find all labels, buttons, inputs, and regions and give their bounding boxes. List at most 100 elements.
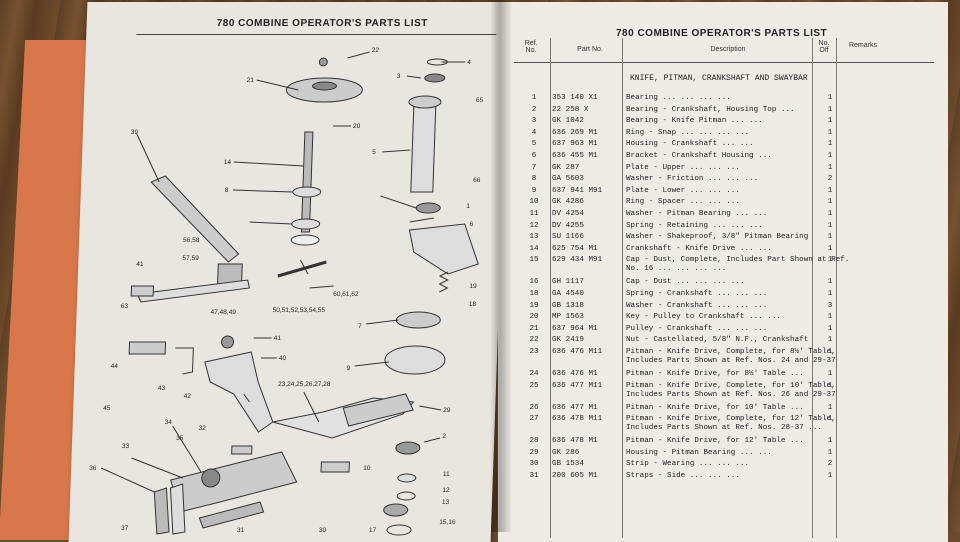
description-cell: Pulley - Crankshaft ... ... ...	[626, 324, 768, 333]
part-no-cell: 636 269 M1	[552, 128, 598, 137]
description-cell: Housing - Crankshaft ... ...	[626, 140, 754, 149]
description-cell: Bearing - Knife Pitman ... ...	[626, 117, 763, 126]
housing-shape	[410, 101, 437, 193]
callout-label: 63	[121, 303, 129, 310]
part-no-cell: GK 287	[552, 163, 580, 172]
col-remarks-header: Remarks	[848, 42, 877, 49]
callout-label: 23,24,25,26,27,28	[278, 381, 331, 388]
part-no-cell: 636 478 M1	[552, 437, 598, 446]
description-cell-continued: Includes Parts Shown at Ref. Nos. 28-37 …	[626, 424, 822, 433]
part-no-cell: 625 754 M1	[552, 244, 598, 253]
part-no-cell: SU 1166	[552, 233, 584, 242]
callout-label: 41	[136, 261, 144, 268]
callout-label: 10	[363, 465, 371, 472]
callout-label: 41	[274, 335, 282, 342]
part-no-cell: 636 455 M1	[552, 152, 598, 160]
part-no-cell: 200 605 M1	[552, 472, 598, 480]
ref-cell: 26	[529, 403, 539, 412]
quantity-cell: 1	[827, 163, 833, 172]
quantity-cell: 1	[827, 256, 833, 265]
ref-cell: 12	[529, 221, 539, 230]
callout-label: 22	[372, 47, 380, 54]
crankshaft-shape	[300, 131, 314, 233]
description-cell: Housing - Pitman Bearing ... ...	[626, 448, 772, 457]
ref-cell: 15	[529, 256, 539, 265]
description-cell: Bracket - Crankshaft Housing ...	[626, 152, 772, 160]
column-divider	[836, 38, 837, 538]
ref-cell: 23	[529, 348, 539, 356]
part-no-cell: GA 5603	[552, 175, 584, 184]
callout-label: 21	[247, 77, 255, 84]
knife-bar-shape	[150, 175, 240, 263]
callout-label: 15,16	[439, 519, 456, 526]
part-no-cell: 22 258 X	[552, 105, 589, 114]
book-gutter	[490, 0, 512, 532]
part-no-cell: 636 477 M1	[552, 403, 598, 412]
callout-label: 34	[165, 419, 173, 426]
part-no-cell: GB 1318	[552, 301, 584, 310]
description-cell: Cap - Dust ... ... ... ...	[626, 278, 745, 287]
callout-label: 57,59	[182, 255, 199, 262]
callout-label: 30	[319, 527, 327, 534]
quantity-cell: 2	[827, 460, 833, 469]
description-cell: Bearing ... ... ... ...	[626, 94, 731, 102]
part-no-cell: 636 478 M11	[552, 415, 603, 424]
description-cell: Key - Pulley to Crankshaft ... ...	[626, 313, 781, 322]
ref-cell: 16	[529, 278, 539, 287]
part-no-cell: 629 434 M91	[552, 256, 603, 265]
quantity-cell: 1	[827, 94, 833, 102]
callout-label: 31	[237, 527, 245, 534]
callout-label: 47,48,49	[210, 309, 236, 316]
callout-label: 3	[397, 73, 401, 80]
column-divider	[622, 38, 623, 538]
description-cell-continued: Includes Parts Shown at Ref. Nos. 26 and…	[626, 390, 836, 399]
quantity-cell: 1	[827, 186, 833, 195]
callout-label: 29	[443, 407, 451, 414]
callout-label: 39	[131, 129, 139, 136]
ref-cell: 14	[529, 244, 539, 253]
callout-label: 65	[476, 97, 484, 104]
pitman-shape	[204, 351, 274, 433]
callout-label: 35	[176, 435, 184, 442]
description-cell: Plate - Lower ... ... ...	[626, 186, 740, 195]
description-cell: Plate - Upper ... ... ...	[626, 163, 740, 172]
callout-label: 14	[224, 159, 232, 166]
callout-label: 45	[103, 405, 111, 412]
description-cell: Washer - Shakeproof, 3/8" Pitman Bearing	[626, 233, 809, 242]
callout-label: 32	[198, 425, 206, 432]
callout-label: 4	[467, 59, 471, 66]
right-page: 780 COMBINE OPERATOR'S PARTS LIST Ref. N…	[498, 2, 948, 542]
col-desc-header: Description	[710, 46, 746, 53]
quantity-cell: 1	[827, 210, 833, 218]
callout-label: 66	[473, 177, 481, 184]
header-rule	[514, 62, 934, 63]
description-cell: Pitman - Knife Drive, Complete, for 8½' …	[626, 348, 836, 356]
ref-cell: 24	[529, 370, 539, 378]
callout-label: 2	[442, 433, 446, 440]
quantity-cell: 1	[827, 381, 833, 390]
callout-label: 7	[358, 323, 362, 330]
quantity-cell: 1	[827, 403, 833, 412]
description-cell: Spring - Crankshaft ... ... ...	[626, 290, 768, 298]
part-no-cell: DV 4255	[552, 221, 584, 230]
ref-cell: 8	[531, 175, 537, 184]
callout-label: 60,61,62	[333, 291, 359, 298]
quantity-cell: 3	[827, 301, 833, 310]
upper-plate-shape	[395, 311, 441, 329]
ref-cell: 19	[529, 301, 539, 310]
quantity-cell: 1	[827, 198, 833, 207]
description-cell: Pitman - Knife Drive, Complete, for 10' …	[626, 381, 836, 390]
ref-cell: 30	[529, 460, 539, 469]
part-no-cell: GK 2419	[552, 336, 584, 345]
callout-label: 19	[469, 283, 477, 290]
quantity-cell: 1	[827, 233, 833, 242]
callout-label: 37	[121, 525, 129, 532]
ref-cell: 2	[531, 105, 537, 114]
ref-cell: 5	[531, 140, 537, 149]
part-no-cell: 637 964 M1	[552, 324, 598, 333]
quantity-cell: 1	[827, 336, 833, 345]
part-no-cell: 636 476 M1	[552, 370, 598, 378]
ref-cell: 31	[529, 472, 539, 480]
col-part-header: Part No.	[577, 46, 603, 53]
part-no-cell: 353 140 X1	[552, 94, 598, 102]
